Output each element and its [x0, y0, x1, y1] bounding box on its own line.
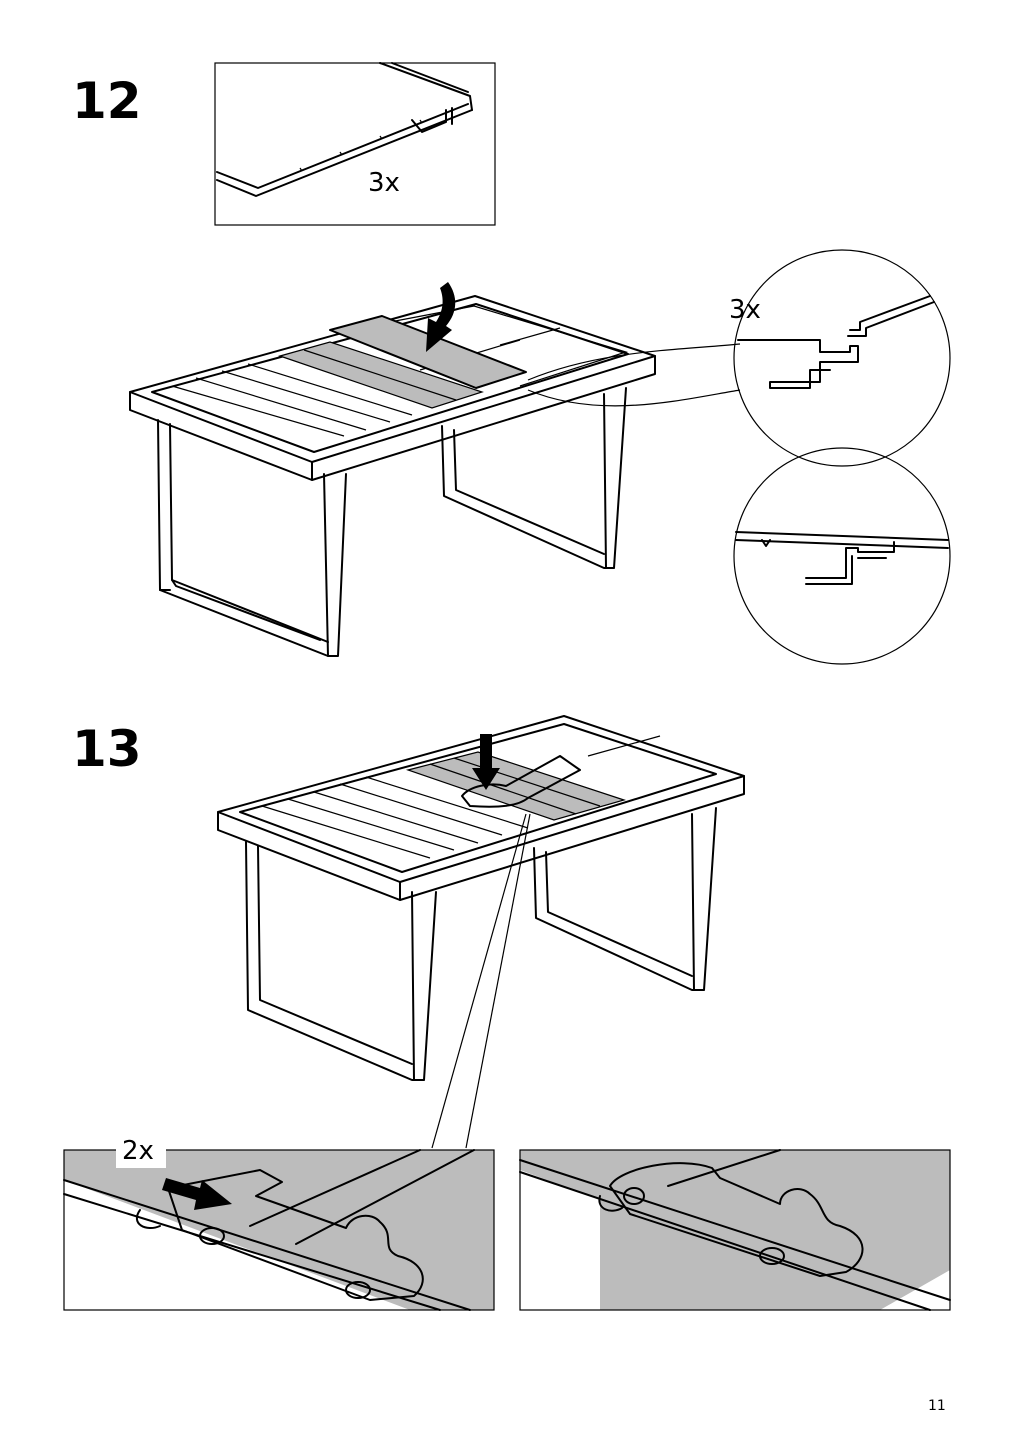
step-13-table [217, 715, 745, 1149]
plank-callout-box [214, 62, 496, 226]
page-number: 11 [928, 1398, 946, 1414]
step-12-plank-count: 3x [368, 168, 400, 198]
clip-detail-left [63, 1138, 495, 1311]
step-12-table [129, 282, 741, 657]
step-12-number: 12 [72, 72, 142, 130]
clip-detail-right [519, 1149, 951, 1311]
hand-icon [461, 755, 581, 808]
step-13-detail-count: 2x [122, 1136, 154, 1166]
down-arrow-icon [472, 734, 500, 790]
down-arrow-icon [426, 282, 456, 352]
right-arrow-icon [162, 1178, 232, 1210]
magnifier-circle-icon [733, 447, 951, 665]
step-13-number: 13 [72, 720, 142, 778]
magnifier-circle-icon [733, 249, 951, 467]
